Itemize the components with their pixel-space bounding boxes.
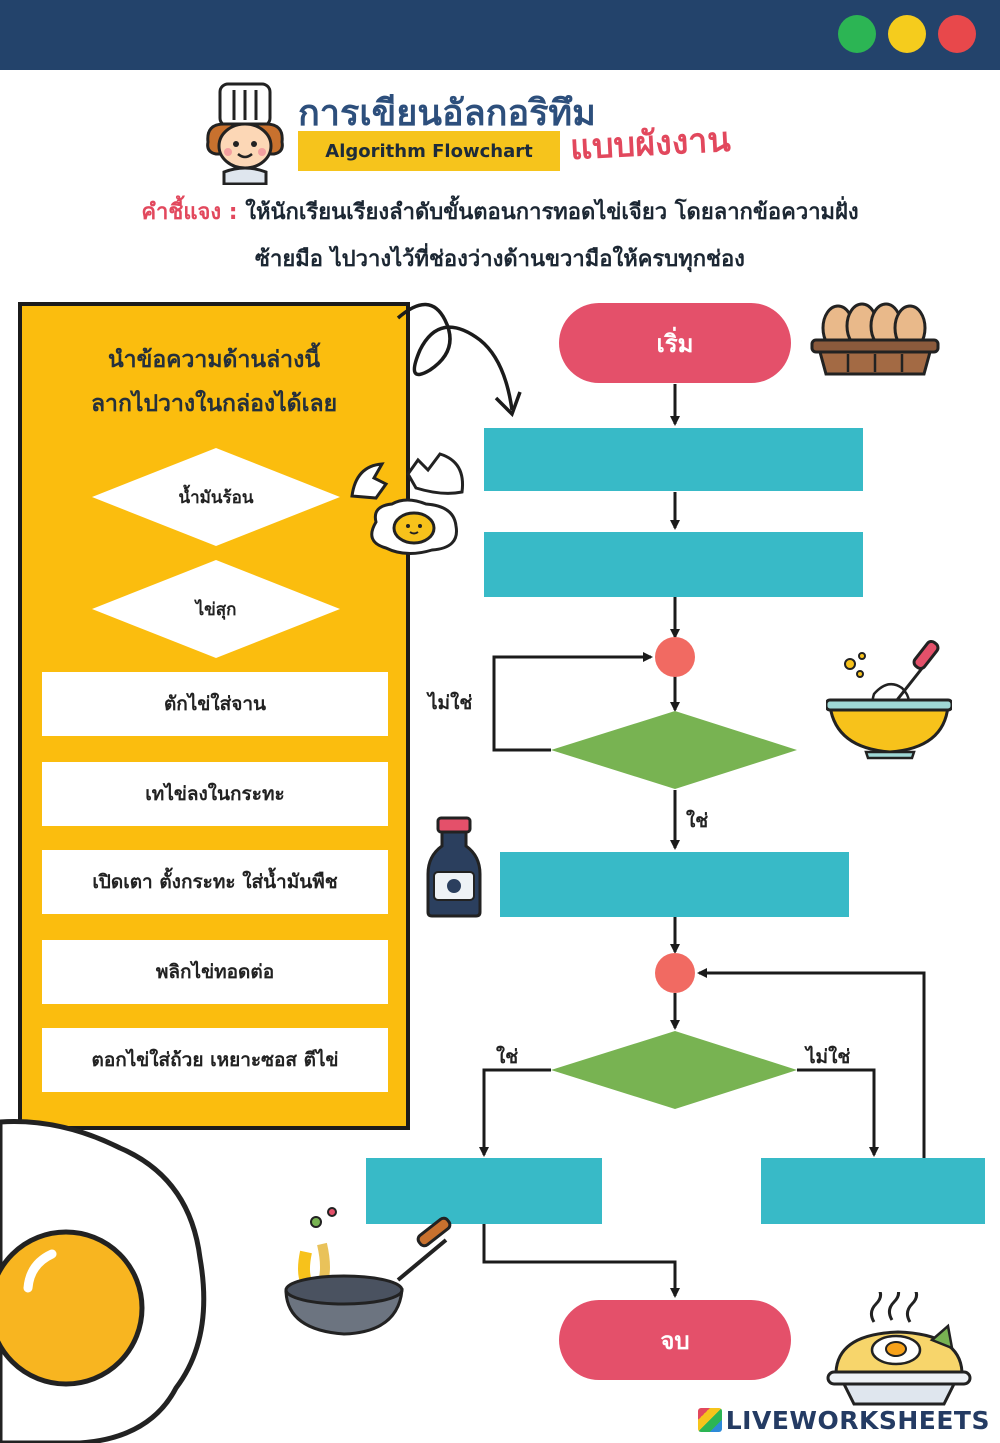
decision-diamond-1 (551, 711, 797, 789)
page-title: การเขียนอัลกอริทึม (298, 93, 596, 134)
diamond-shape (92, 448, 340, 546)
drag-item-step-5[interactable]: ตอกไข่ใส่ถ้วย เหยาะซอส ตีไข่ (42, 1028, 388, 1092)
chef-icon (206, 82, 284, 185)
end-terminal (559, 1300, 791, 1380)
drag-item-label: ไข่สุก (195, 599, 237, 620)
process-box-3 (500, 852, 849, 917)
liveworksheets-logo-icon (697, 1408, 722, 1432)
red-dot-icon (938, 15, 976, 53)
drag-item-step-3[interactable]: เปิดเตา ตั้งกระทะ ใส่น้ำมันพืช (42, 850, 388, 914)
start-terminal (559, 303, 791, 383)
drag-item-egg-cooked[interactable]: ไข่สุก (92, 560, 340, 658)
process-box-5 (761, 1158, 985, 1224)
connector-node-2 (655, 953, 695, 993)
green-dot-icon (838, 15, 876, 53)
drag-item-step-4[interactable]: พลิกไข่ทอดต่อ (42, 940, 388, 1004)
edge-label-no-1: ไม่ใช่ (428, 692, 473, 714)
end-label: จบ (660, 1326, 690, 1355)
soy-sauce-icon (426, 816, 482, 918)
drag-item-oil-hot[interactable]: น้ำมันร้อน (92, 448, 340, 546)
title-tag: Algorithm Flowchart (298, 131, 560, 171)
drag-item-label: น้ำมันร้อน (178, 487, 254, 508)
process-box-4 (366, 1158, 602, 1224)
drag-item-step-1[interactable]: ตักไข่ใส่จาน (42, 672, 388, 736)
diamond-shape (92, 560, 340, 658)
drag-item-step-2[interactable]: เทไข่ลงในกระทะ (42, 762, 388, 826)
edge-label-yes-1: ใช่ (686, 810, 709, 832)
instruction-label: คำชี้แจง : (141, 200, 238, 225)
panel-title-line-2: ลากไปวางในกล่องได้เลย (90, 391, 338, 417)
drag-items-panel: นำข้อความด้านล่างนี้ ลากไปวางในกล่องได้เ… (18, 302, 410, 1130)
fried-rice-icon (826, 1292, 972, 1406)
eggs-tray-icon (810, 302, 940, 376)
process-box-1 (484, 428, 863, 491)
instruction-line-2: ซ้ายมือ ไปวางไว้ที่ช่องว่างด้านขวามือให้… (255, 247, 745, 272)
process-box-2 (484, 532, 863, 597)
instruction-text-1: ให้นักเรียนเรียงลำดับขั้นตอนการทอดไข่เจี… (245, 200, 859, 225)
connector-node-1 (655, 637, 695, 677)
whisk-bowl-icon (826, 640, 952, 760)
panel-title-line-1: นำข้อความด้านล่างนี้ (107, 347, 321, 373)
edge-label-yes-2: ใช่ (496, 1046, 519, 1068)
cracked-egg-icon (350, 452, 465, 555)
edge-label-no-2: ไม่ใช่ (806, 1046, 851, 1068)
wok-icon (284, 1207, 452, 1336)
yellow-dot-icon (888, 15, 926, 53)
curved-arrow-icon (396, 302, 514, 411)
instruction-line-1: คำชี้แจง : ให้นักเรียนเรียงลำดับขั้นตอนก… (0, 194, 1000, 229)
footer-brand: LIVEWORKSHEETS (697, 1406, 990, 1435)
top-bar (0, 0, 1000, 70)
decision-diamond-2 (551, 1031, 797, 1109)
start-label: เริ่ม (656, 329, 694, 358)
footer-brand-text: LIVEWORKSHEETS (725, 1406, 990, 1435)
fried-egg-icon (0, 1119, 207, 1443)
